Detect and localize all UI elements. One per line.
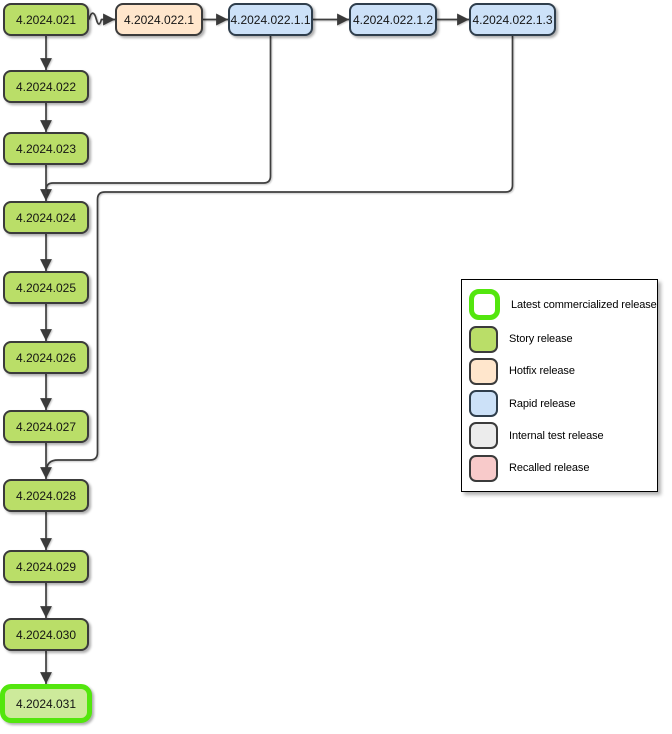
legend-swatch-latest (469, 289, 500, 321)
legend-label: Story release (509, 333, 573, 346)
node-4.2024.021: 4.2024.021 (3, 3, 89, 36)
legend-label: Recalled release (509, 462, 590, 475)
legend-swatch-recalled (469, 454, 498, 482)
node-4.2024.024: 4.2024.024 (3, 201, 89, 234)
node-4.2024.022.1.3: 4.2024.022.1.3 (469, 3, 556, 36)
legend-item-latest: Latest commercialized release (469, 289, 657, 321)
node-4.2024.022.1: 4.2024.022.1 (115, 3, 203, 36)
legend-label: Rapid release (509, 397, 576, 410)
node-4.2024.022.1.2: 4.2024.022.1.2 (349, 3, 437, 36)
node-4.2024.030: 4.2024.030 (3, 618, 89, 651)
node-4.2024.028: 4.2024.028 (3, 479, 89, 512)
legend-item-story: Story release (469, 325, 655, 353)
legend-item-rapid: Rapid release (469, 390, 655, 418)
legend-swatch-rapid (469, 390, 498, 418)
node-4.2024.023: 4.2024.023 (3, 132, 89, 165)
legend-label: Latest commercialized release (511, 298, 657, 311)
legend-swatch-story (469, 325, 498, 353)
legend-item-internal: Internal test release (469, 422, 655, 450)
edge-n02213-n028 (45, 36, 514, 472)
node-4.2024.029: 4.2024.029 (3, 550, 89, 583)
node-4.2024.022: 4.2024.022 (3, 70, 89, 103)
legend-label: Internal test release (509, 429, 604, 442)
legend-label: Hotfix release (509, 365, 575, 378)
legend-item-recalled: Recalled release (469, 454, 655, 482)
legend-swatch-internal (469, 422, 498, 450)
node-4.2024.031: 4.2024.031 (0, 684, 92, 723)
node-4.2024.025: 4.2024.025 (3, 271, 89, 304)
node-4.2024.022.1.1: 4.2024.022.1.1 (228, 3, 313, 36)
node-4.2024.027: 4.2024.027 (3, 410, 89, 443)
legend-item-hotfix: Hotfix release (469, 357, 655, 385)
edge-n02211-n024 (45, 36, 272, 194)
node-4.2024.026: 4.2024.026 (3, 341, 89, 374)
legend-swatch-hotfix (469, 357, 498, 385)
edge-n021-n0221 (88, 12, 115, 26)
